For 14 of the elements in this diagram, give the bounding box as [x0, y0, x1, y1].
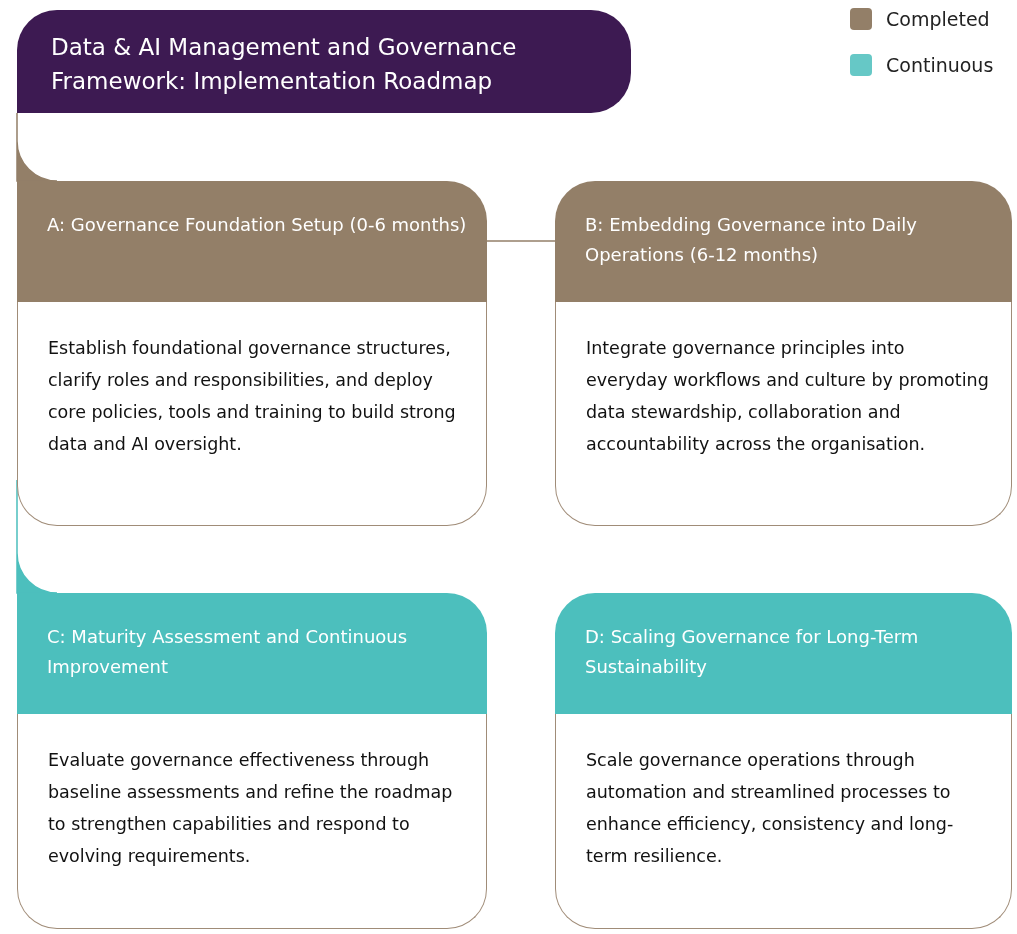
connector-line — [486, 240, 556, 242]
phase-description: Integrate governance principles into everyday workflows and culture by promoting data stewardship, collaboration and accountability across the organisation. — [555, 302, 1012, 526]
legend-label: Continuous — [886, 54, 994, 76]
phase-heading: D: Scaling Governance for Long-Term Sustainability — [555, 593, 1012, 714]
connector-line — [16, 112, 58, 182]
phase-heading: B: Embedding Governance into Daily Operations (6-12 months) — [555, 181, 1012, 302]
legend-label: Completed — [886, 8, 990, 30]
phase-description: Establish foundational governance structures, clarify roles and responsibilities, and deploy core policies, tools and training to build strong data and AI oversight. — [17, 302, 487, 526]
phase-heading: A: Governance Foundation Setup (0-6 months) — [17, 181, 487, 302]
phase-description: Scale governance operations through automation and streamlined processes to enhance efficiency, consistency and long-term resilience. — [555, 714, 1012, 929]
phase-heading: C: Maturity Assessment and Continuous Improvement — [17, 593, 487, 714]
phase-description: Evaluate governance effectiveness through baseline assessments and refine the roadmap to strengthen capabilities and respond to evolving requirements. — [17, 714, 487, 929]
connector-line — [16, 479, 58, 594]
title-banner: Data & AI Management and Governance Framework: Implementation Roadmap — [17, 10, 631, 113]
